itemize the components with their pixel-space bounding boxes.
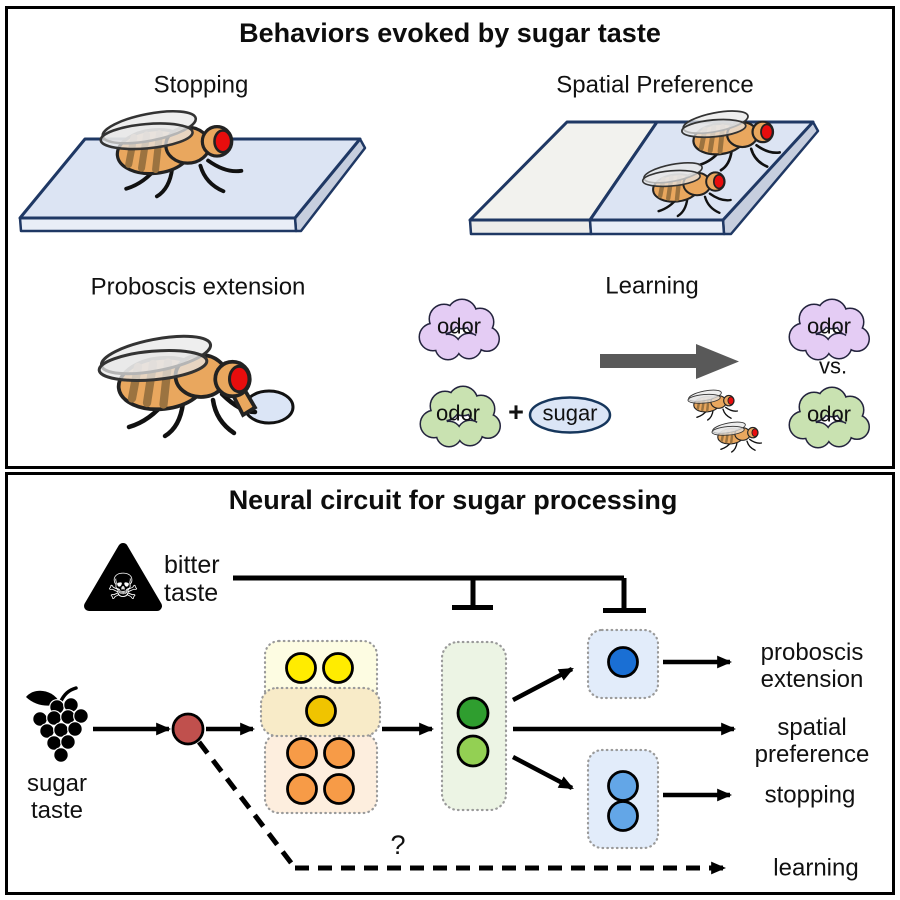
odor-text-green-right: odor: [806, 401, 852, 427]
sugar-text: sugar: [542, 400, 598, 426]
plus-sign: +: [508, 396, 524, 427]
versus-text: vs.: [818, 353, 848, 379]
question-mark: ?: [390, 829, 406, 860]
output-stopping: stopping: [764, 781, 856, 809]
top-panel-title: Behaviors evoked by sugar taste: [239, 17, 661, 48]
sugar-taste-label: sugar taste: [26, 769, 88, 824]
bottom-panel-title: Neural circuit for sugar processing: [228, 484, 678, 515]
output-learning: learning: [773, 854, 859, 882]
odor-text-green-left: odor: [435, 400, 481, 426]
learning-label: Learning: [605, 272, 699, 300]
behaviors-panel: [5, 6, 895, 469]
output-proboscis-extension: proboscis extension: [760, 638, 864, 693]
bitter-taste-label: bitter taste: [164, 551, 220, 608]
odor-text-purple-left: odor: [436, 313, 482, 339]
output-spatial-preference: spatial preference: [754, 713, 870, 768]
proboscis-extension-label: Proboscis extension: [90, 273, 306, 301]
stopping-label: Stopping: [153, 71, 249, 99]
odor-text-purple-right: odor: [806, 313, 852, 339]
spatial-preference-label: Spatial Preference: [556, 71, 754, 99]
